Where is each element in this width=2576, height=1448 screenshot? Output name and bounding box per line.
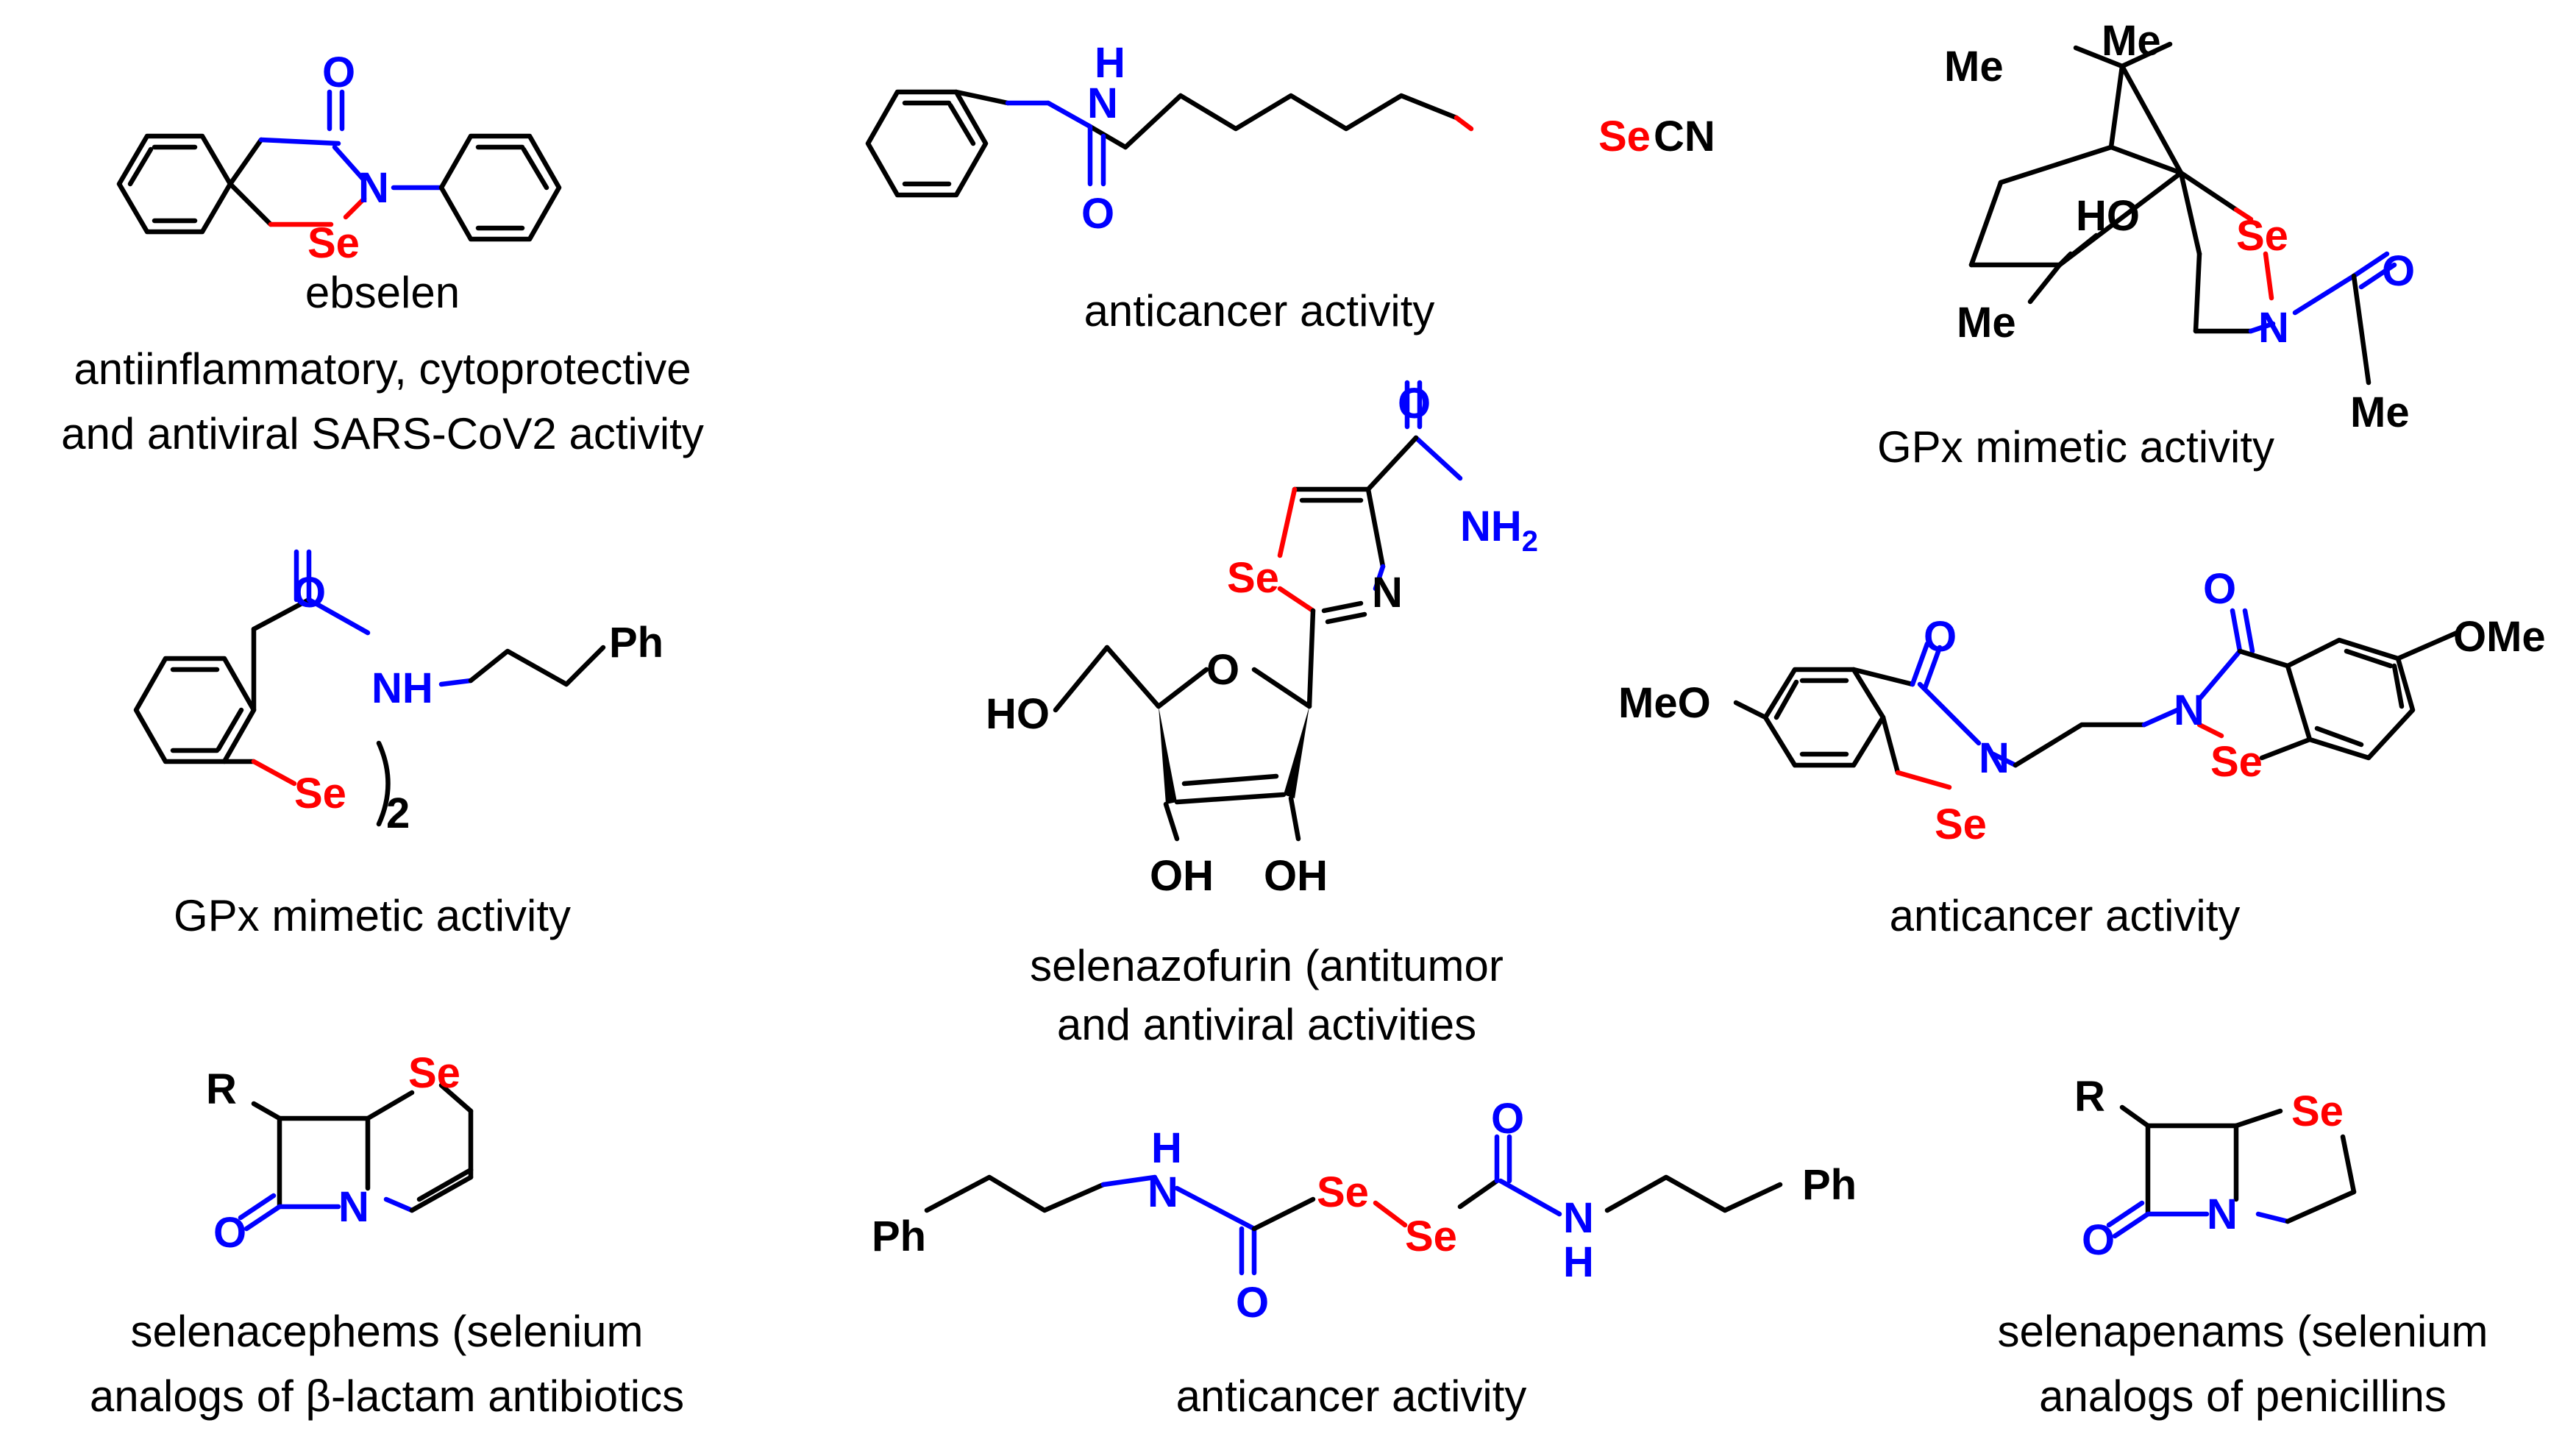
nh-hydrogen-left: H: [1151, 1124, 1182, 1172]
phenyl-label-right: Ph: [1802, 1161, 1857, 1209]
selenium-left: Se: [1317, 1168, 1369, 1216]
caption-anilide: anticancer activity: [1084, 286, 1435, 336]
phenyl-label: Ph: [609, 619, 663, 667]
selenium-right: Se: [1405, 1213, 1457, 1260]
bis-ebselen-structure: MeO O N Se N O Se OMe: [1618, 565, 2546, 848]
selenium-label: Se: [2236, 212, 2288, 260]
camphor-selenazolidine-structure: Me Me HO Me Se N O Me: [1944, 17, 2415, 436]
hydroxyl-label: HO: [2076, 192, 2140, 240]
selenium-label: Se: [1227, 554, 1279, 602]
lactam-oxygen-label: O: [2082, 1216, 2115, 1264]
ring-oxygen-label: O: [1206, 646, 1239, 694]
caption-selenazofurin-line2: and antiviral activities: [1057, 1000, 1476, 1049]
amide-oxygen-label: O: [293, 569, 326, 617]
caption-ebselen-line3: and antiviral SARS-CoV2 activity: [61, 409, 704, 458]
caption-selenacephem-line1: selenacephems (selenium: [130, 1307, 643, 1356]
caption-selenazofurin-line1: selenazofurin (antitumor: [1030, 941, 1504, 990]
nh-hydrogen-label: H: [1095, 39, 1125, 87]
thiazole-nitrogen-label: N: [1372, 569, 1403, 617]
acetyl-methyl-label: Me: [2350, 388, 2410, 436]
r-group-label: R: [2074, 1073, 2105, 1121]
nh-nitrogen-right: N: [1563, 1194, 1594, 1242]
selenacephem-structure: R Se N O: [206, 1049, 474, 1257]
amide-nitrogen-label: N: [1087, 79, 1118, 127]
selenium-label: Se: [307, 219, 360, 267]
carbonyl-oxygen-left: O: [1236, 1279, 1269, 1327]
selenazofurin-structure: O NH2 Se N O HO OH OH: [986, 380, 1538, 900]
acetyl-oxygen-label: O: [2382, 247, 2415, 295]
methyl-label-2: Me: [2102, 17, 2161, 65]
nitrogen-right: N: [2174, 686, 2205, 734]
caption-diselenide: GPx mimetic activity: [174, 891, 571, 940]
lactam-nitrogen-label: N: [2207, 1190, 2238, 1238]
caption-selenapenam-line2: analogs of penicillins: [2039, 1371, 2447, 1421]
nitrogen-label: N: [358, 164, 389, 212]
caption-bis-carbamate: anticancer activity: [1176, 1371, 1527, 1421]
amide-oxygen-label: O: [1081, 190, 1114, 238]
amide-oxygen-label: O: [1398, 380, 1431, 427]
selenapenam-structure: R Se N O: [2074, 1073, 2357, 1264]
diselenide-amide-structure: O NH Ph Se 2: [133, 549, 663, 837]
selenium-label: Se: [408, 1049, 460, 1097]
phenyl-label-left: Ph: [872, 1213, 926, 1260]
selenium-label: Se: [1598, 113, 1651, 160]
caption-selenapenam-line1: selenapenams (selenium: [1997, 1307, 2488, 1356]
nitrogen-label: N: [2258, 304, 2289, 352]
nh-nitrogen-left: N: [1148, 1168, 1178, 1216]
oxygen-label: O: [322, 49, 355, 96]
ebselen-structure: O N Se: [116, 49, 562, 267]
carbonyl-oxygen-right: O: [1491, 1095, 1524, 1143]
caption-camphor: GPx mimetic activity: [1877, 422, 2274, 472]
cyano-label: CN: [1654, 113, 1715, 160]
hydroxyl-label-1: OH: [1150, 852, 1214, 900]
carbonyl-oxygen-right: O: [2203, 565, 2236, 613]
hydroxymethyl-label: HO: [986, 690, 1050, 738]
hydroxyl-label-2: OH: [1264, 852, 1328, 900]
amide-nh2-label: NH2: [1460, 503, 1538, 558]
anilide-selenocyanate-structure: H N O Se CN: [865, 39, 1715, 238]
carbonyl-oxygen-left: O: [1924, 613, 1957, 661]
selenium-right: Se: [2210, 738, 2263, 786]
caption-bis-ebselen: anticancer activity: [1890, 891, 2241, 940]
caption-ebselen-line2: antiinflammatory, cytoprotective: [74, 344, 691, 394]
methyl-label-3: Me: [1957, 299, 2016, 347]
lactam-oxygen-label: O: [213, 1209, 246, 1257]
methoxy-label-right: OMe: [2453, 613, 2546, 661]
selenium-label: Se: [2291, 1087, 2344, 1135]
methyl-label-1: Me: [1944, 43, 2004, 90]
caption-selenacephem-line2: analogs of β-lactam antibiotics: [90, 1371, 684, 1421]
lactam-nitrogen-label: N: [338, 1183, 369, 1231]
r-group-label: R: [206, 1065, 237, 1113]
selenium-left: Se: [1935, 801, 1987, 848]
nitrogen-left: N: [1979, 734, 2010, 782]
diselenide-bis-carbamate-structure: Ph H N O Se Se O N H Ph: [872, 1095, 1857, 1327]
nh-label: NH: [371, 664, 433, 712]
caption-ebselen-line1: ebselen: [305, 268, 460, 317]
dimer-subscript: 2: [386, 789, 410, 837]
methoxy-label-left: MeO: [1618, 679, 1711, 727]
nh-hydrogen-right: H: [1563, 1238, 1594, 1286]
selenium-label: Se: [294, 770, 346, 817]
